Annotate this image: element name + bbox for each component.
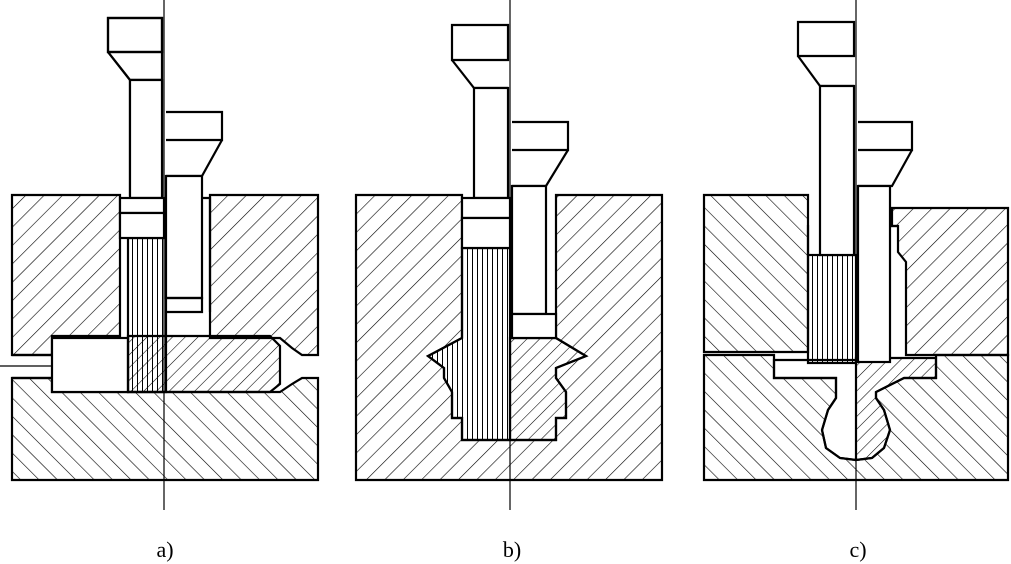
panel-c: [702, 0, 1010, 510]
workpiece-b: [508, 336, 589, 442]
panel-b-label: b): [503, 537, 521, 562]
panel-a: [0, 0, 320, 510]
side-plunger: [50, 336, 130, 394]
panel-c-label: c): [849, 537, 866, 562]
lower-die: [10, 376, 320, 482]
billet: [126, 236, 168, 394]
panel-a-label: a): [156, 537, 173, 562]
panel-b: [354, 0, 664, 510]
workpiece-c: [854, 356, 938, 462]
billet-c: [806, 253, 858, 365]
upper-die-c-right: [890, 206, 1010, 357]
upper-die-c: [702, 193, 810, 354]
